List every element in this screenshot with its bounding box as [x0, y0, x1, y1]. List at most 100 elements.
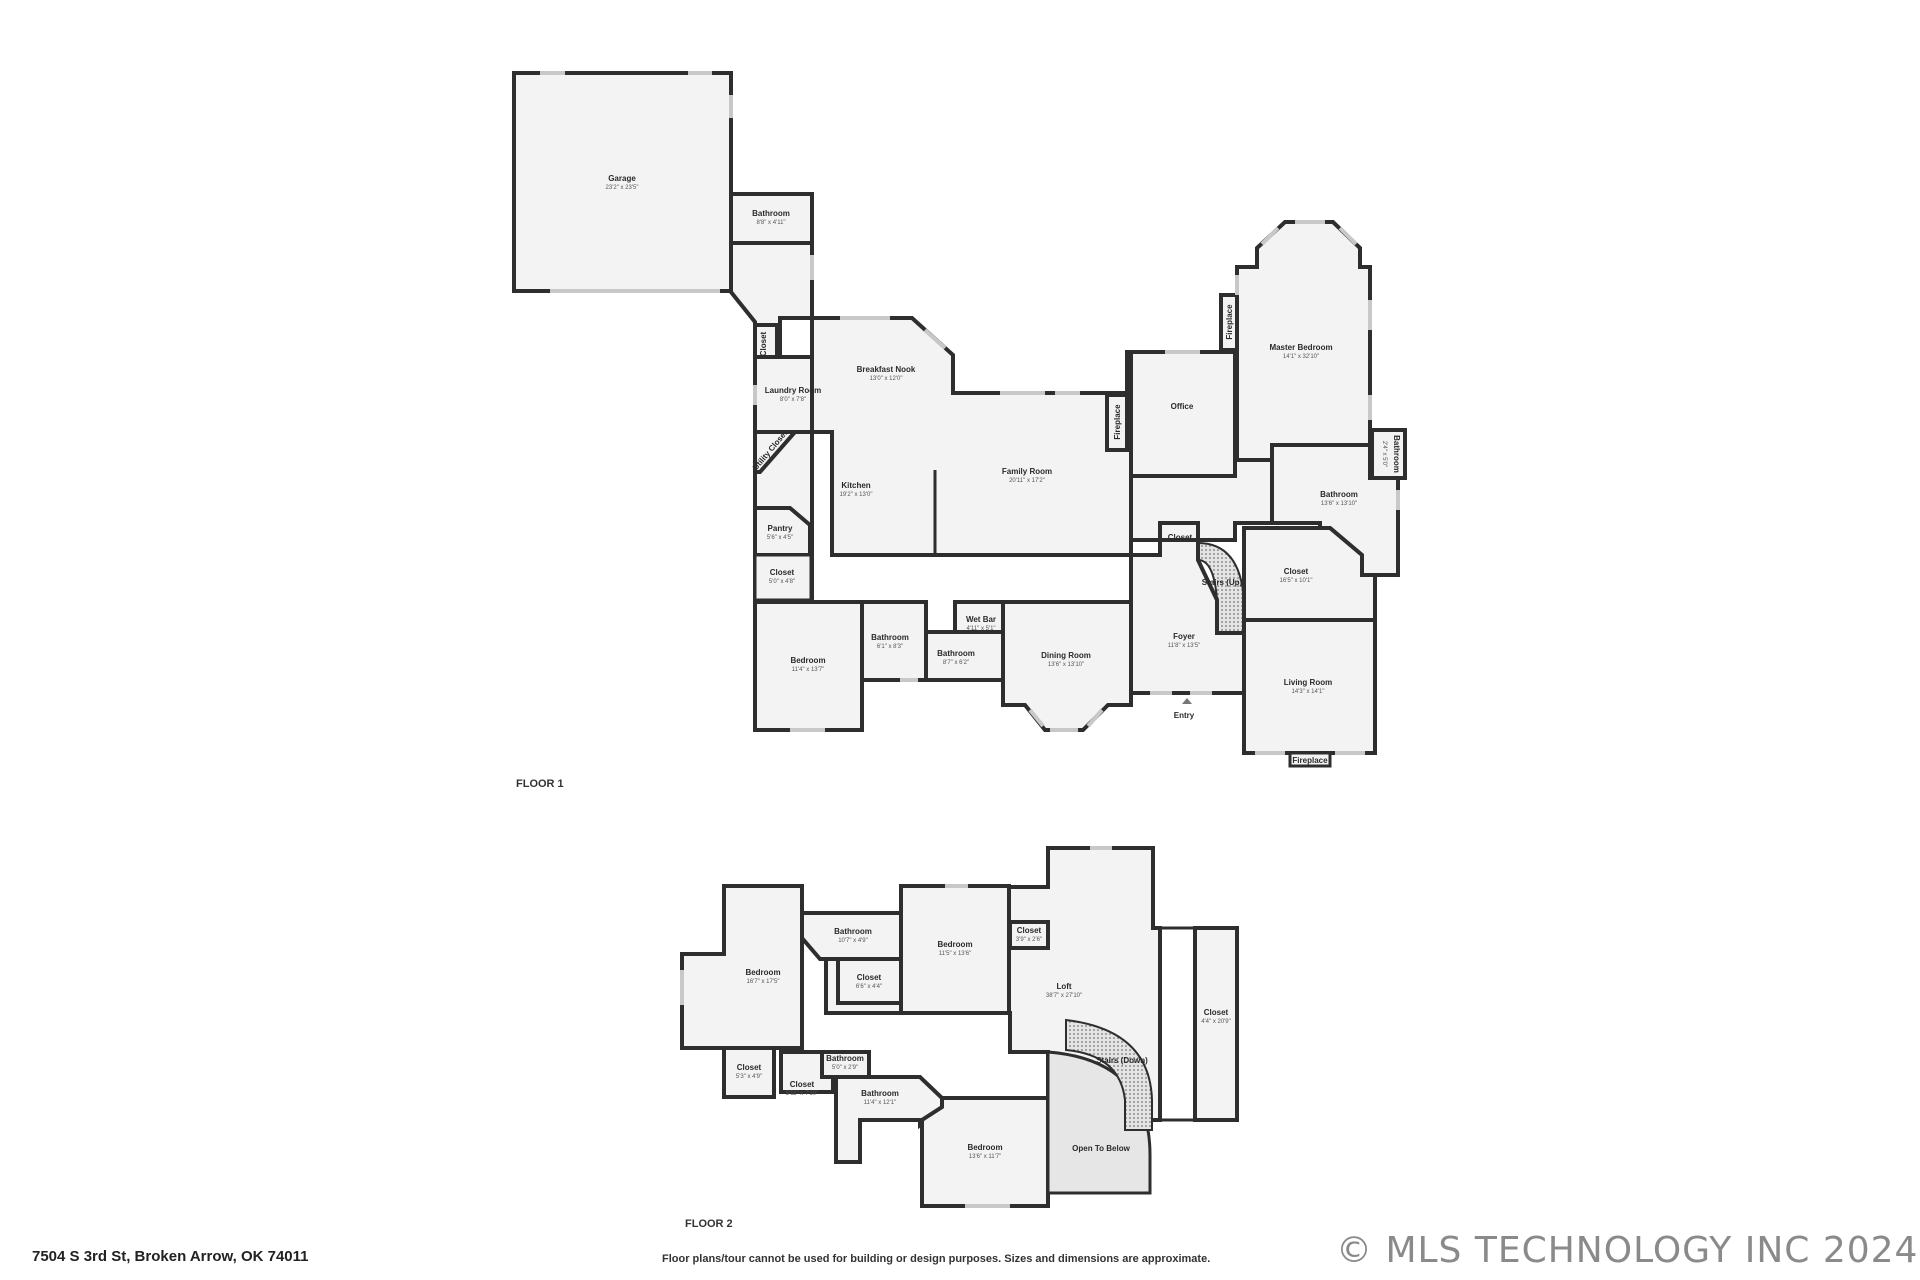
room-name-bath-1: Bathroom [871, 633, 909, 642]
property-address: 7504 S 3rd St, Broken Arrow, OK 74011 [32, 1248, 309, 1265]
room-name-garage: Garage [608, 174, 636, 183]
room-name-fireplace-2: Fireplace [1225, 304, 1234, 340]
f2-stairs-shape [1065, 1018, 1153, 1131]
room-name-fireplace-3: Fireplace [1292, 756, 1328, 765]
f2-room-dims-closet-e: 5'11" x 7'10" [786, 1091, 818, 1097]
f2-room-name-open: Open To Below [1072, 1144, 1130, 1153]
room-dims-closet-b: 5'0" x 4'8" [769, 579, 795, 585]
pantry-shape [753, 506, 812, 557]
f2-room-name-closet-c: Closet [1204, 1008, 1229, 1017]
room-dims-kitchen: 19'2" x 13'0" [840, 492, 873, 498]
f2-room-name-closet-b: Closet [1017, 926, 1042, 935]
room-name-foyer: Foyer [1173, 632, 1195, 641]
room-name-closet-c: Closet [1168, 533, 1193, 542]
room-name-family: Family Room [1002, 467, 1052, 476]
room-dims-breakfast: 13'0" x 12'0" [870, 376, 903, 382]
room-dims-pantry: 5'6" x 4'5" [767, 535, 793, 541]
room-name-wetbar: Wet Bar [966, 615, 996, 624]
f2-bed-a-shape [680, 884, 804, 1050]
room-name-bedroom-1: Bedroom [790, 656, 825, 665]
f2-room-dims-bed-b: 11'5" x 13'6" [939, 951, 971, 957]
room-name-closet-b: Closet [770, 568, 795, 577]
bedroom-1-shape [753, 600, 864, 732]
disclaimer-text: Floor plans/tour cannot be used for buil… [662, 1253, 1211, 1265]
room-name-bath-2: Bathroom [937, 649, 975, 658]
f2-room-dims-closet-b: 3'9" x 2'6" [1016, 937, 1042, 943]
room-dims-bedroom-1: 11'4" x 13'7" [792, 667, 824, 673]
room-name-bath-master: Bathroom [1320, 490, 1358, 499]
f2-closet-c-shape [1193, 926, 1239, 1122]
room-dims-closet-d: 16'5" x 10'1" [1280, 578, 1313, 584]
f2-room-dims-bath-c: 11'4" x 12'1" [864, 1100, 896, 1106]
f2-room-name-bed-b: Bedroom [937, 940, 972, 949]
room-dims-garage: 23'2" x 23'5" [606, 185, 639, 191]
room-dims-bath-1: 6'1" x 8'3" [877, 644, 903, 650]
living-shape [1242, 618, 1377, 755]
f2-bed-b-shape [899, 884, 1011, 1015]
master-shape [1235, 220, 1372, 462]
f2-room-name-stairs: Stairs (Down) [1096, 1056, 1148, 1065]
garage-shape [512, 71, 733, 293]
floor-2: Bathroom 10'7" x 4'9" Bedroom 16'7" x 17… [680, 846, 1239, 1230]
room-name-closet-a: Closet [759, 331, 768, 356]
room-name-bath-garage: Bathroom [752, 209, 790, 218]
floor-1: Garage 23'2" x 23'5" Bathroom 8'8" x 4'1… [512, 71, 1407, 790]
f2-room-dims-closet-d: 5'3" x 4'9" [736, 1074, 762, 1080]
f2-room-dims-bed-a: 16'7" x 17'5" [747, 979, 780, 985]
room-name-closet-d: Closet [1284, 567, 1309, 576]
room-dims-bath-master: 13'6" x 13'10" [1321, 501, 1357, 507]
utility-shape [753, 430, 800, 474]
room-dims-master: 14'1" x 32'10" [1283, 354, 1319, 360]
fireplace-1-shape [1105, 393, 1129, 452]
f2-room-dims-bath-a: 10'7" x 4'9" [838, 938, 868, 944]
f2-closet-d-shape [722, 1046, 776, 1099]
f2-room-name-bed-c: Bedroom [967, 1143, 1002, 1152]
room-name-stairs-up: Stairs (Up) [1202, 578, 1243, 587]
foyer-shape [1129, 538, 1246, 695]
room-name-master: Master Bedroom [1269, 343, 1332, 352]
f2-room-name-bath-a: Bathroom [834, 927, 872, 936]
f2-room-name-closet-d: Closet [737, 1063, 762, 1072]
room-name-fireplace-1: Fireplace [1113, 404, 1122, 440]
room-name-kitchen: Kitchen [841, 481, 870, 490]
f2-room-dims-loft: 38'7" x 27'10" [1046, 993, 1082, 999]
f2-room-name-bath-b: Bathroom [826, 1054, 864, 1063]
room-dims-family: 20'11" x 17'2" [1009, 478, 1045, 484]
room-dims-bath-garage: 8'8" x 4'11" [756, 220, 785, 226]
closet-b-shape [753, 553, 813, 602]
room-dims-foyer: 11'8" x 13'5" [1168, 643, 1200, 649]
room-dims-wetbar: 4'11" x 5'1" [966, 626, 995, 632]
f2-room-name-closet-e: Closet [790, 1080, 815, 1089]
f2-room-name-loft: Loft [1056, 982, 1071, 991]
f2-room-name-bath-c: Bathroom [861, 1089, 899, 1098]
f2-room-dims-bed-c: 13'6" x 11'7" [969, 1154, 1001, 1160]
room-name-pantry: Pantry [768, 524, 793, 533]
copyright-watermark: © MLS TECHNOLOGY INC 2024 [1336, 1230, 1919, 1271]
room-name-dining: Dining Room [1041, 651, 1091, 660]
room-name-entry: Entry [1174, 711, 1195, 720]
room-dims-laundry: 8'0" x 7'8" [780, 397, 806, 403]
f2-room-name-closet-a: Closet [857, 973, 882, 982]
office-shape [1129, 350, 1237, 478]
bath-garage-shape [729, 192, 814, 245]
fireplace-3-shape [1288, 751, 1332, 768]
room-name-living: Living Room [1284, 678, 1332, 687]
room-name-office: Office [1171, 402, 1194, 411]
f2-room-dims-closet-a: 6'6" x 4'4" [856, 984, 882, 990]
f2-bath-a-shape [800, 911, 903, 961]
room-dims-bath-2: 8'7" x 6'2" [943, 660, 969, 666]
room-dims-living: 14'3" x 14'1" [1292, 689, 1325, 695]
room-name-bath-small: Bathroom [1392, 435, 1401, 473]
room-dims-dining: 13'6" x 13'10" [1048, 662, 1084, 668]
room-name-laundry: Laundry Room [765, 386, 821, 395]
f2-room-dims-bath-b: 5'0" x 2'9" [832, 1065, 858, 1071]
f2-closet-b-shape [1008, 920, 1050, 950]
room-dims-bath-small: 2'4" x 5'0" [1381, 441, 1387, 467]
f2-bed-c-shape [920, 1096, 1050, 1208]
room-name-breakfast: Breakfast Nook [857, 365, 916, 374]
f2-room-name-bed-a: Bedroom [745, 968, 780, 977]
f2-room-dims-closet-c: 4'4" x 20'9" [1201, 1019, 1231, 1025]
floor-2-label: FLOOR 2 [685, 1218, 733, 1230]
floor-1-label: FLOOR 1 [516, 778, 564, 790]
